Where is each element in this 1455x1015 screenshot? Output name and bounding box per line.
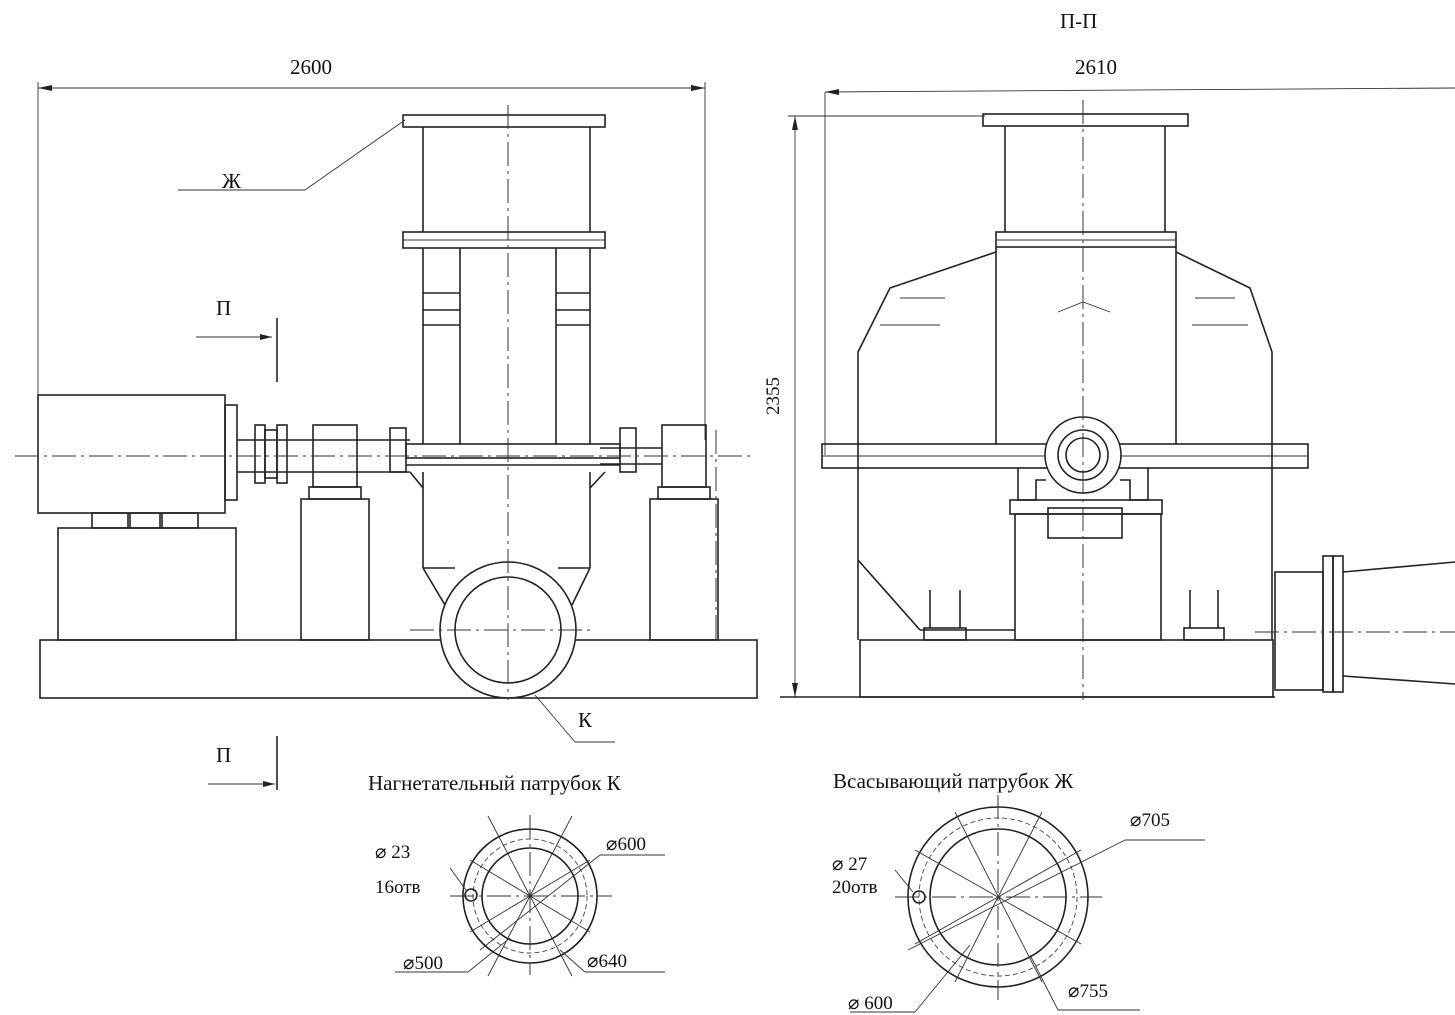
suction-hole-diameter: ⌀ 27 [832,854,867,875]
section-view: П-П 2610 2355 [763,9,1455,700]
suction-flange-title: Всасывающий патрубок Ж [833,769,1073,793]
section-height-dimension: 2355 [763,377,784,415]
discharge-hole-diameter: ⌀ 23 [375,842,410,863]
section-mark-top: П [216,296,231,320]
front-width-dimension: 2600 [290,55,332,79]
discharge-bolt-circle-dim: ⌀600 [606,834,646,855]
suction-hole-count: 20отв [832,877,878,898]
discharge-inner-dim: ⌀500 [403,953,443,974]
section-title: П-П [1060,9,1097,33]
front-view: 2600 [15,55,758,790]
section-width-dimension: 2610 [1075,55,1117,79]
suction-outer-dim: ⌀755 [1068,981,1108,1002]
suction-flange-detail: Всасывающий патрубок Ж ⌀ 27 20отв ⌀705 ⌀… [832,769,1205,1014]
section-mark-bottom: П [216,743,231,767]
suction-inner-dim: ⌀ 600 [848,993,893,1014]
discharge-outer-dim: ⌀640 [587,951,627,972]
discharge-hole-count: 16отв [375,877,421,898]
discharge-flange-detail: Нагнетательный патрубок К ⌀ 23 16отв ⌀60… [368,771,665,977]
suction-callout-label: Ж [222,169,241,193]
suction-bolt-circle-dim: ⌀705 [1130,810,1170,831]
discharge-callout-label: К [578,708,593,732]
discharge-flange-title: Нагнетательный патрубок К [368,771,622,795]
